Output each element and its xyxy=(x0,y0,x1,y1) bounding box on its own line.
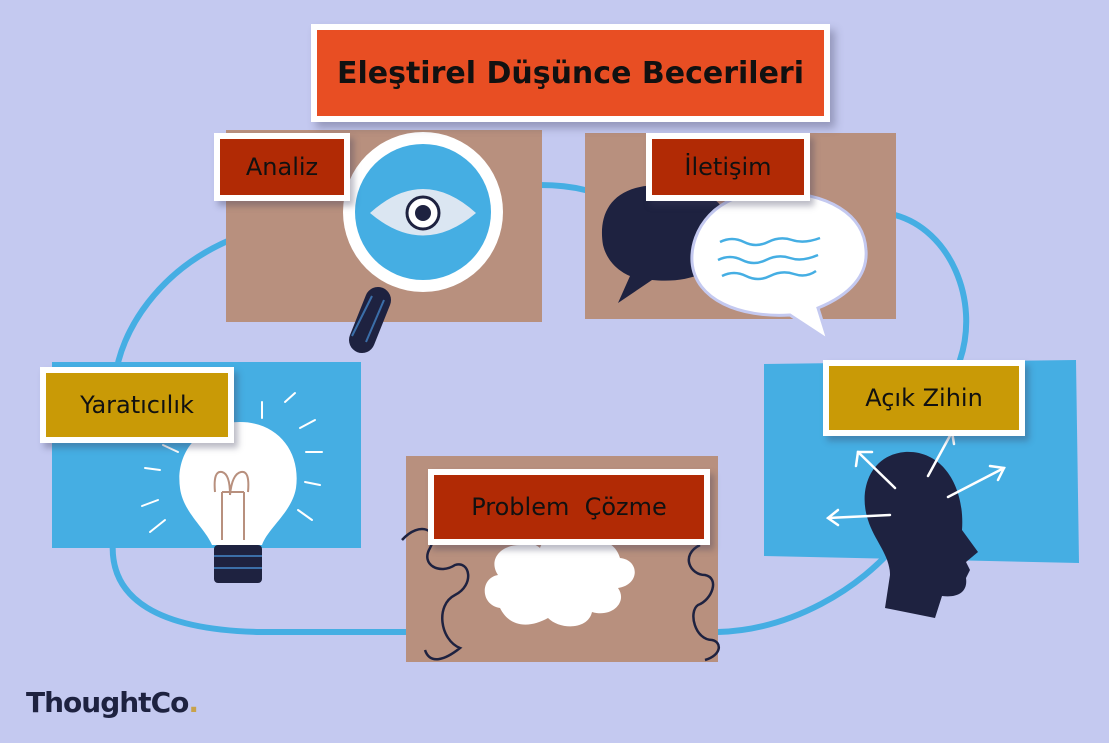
magnifier-eye-icon xyxy=(343,132,503,353)
label-problem-cozme: Problem Çözme xyxy=(434,475,704,539)
puzzle-piece-icon xyxy=(401,527,720,662)
label-acik-zihin: Açık Zihin xyxy=(829,366,1019,430)
thoughtco-logo: ThoughtCo. xyxy=(26,686,199,719)
label-analiz: Analiz xyxy=(220,139,344,195)
diagram-title: Eleştirel Düşünce Becerileri xyxy=(317,30,824,116)
cycle-loop-line xyxy=(109,182,970,635)
speech-bubbles-icon xyxy=(601,185,868,344)
label-iletisim: İletişim xyxy=(652,139,804,195)
logo-dot: . xyxy=(188,686,199,719)
logo-text: ThoughtCo xyxy=(26,686,189,719)
head-arrows-icon xyxy=(825,430,1006,618)
light-bulb-icon xyxy=(141,392,323,583)
label-yaraticilik: Yaratıcılık xyxy=(46,373,228,437)
